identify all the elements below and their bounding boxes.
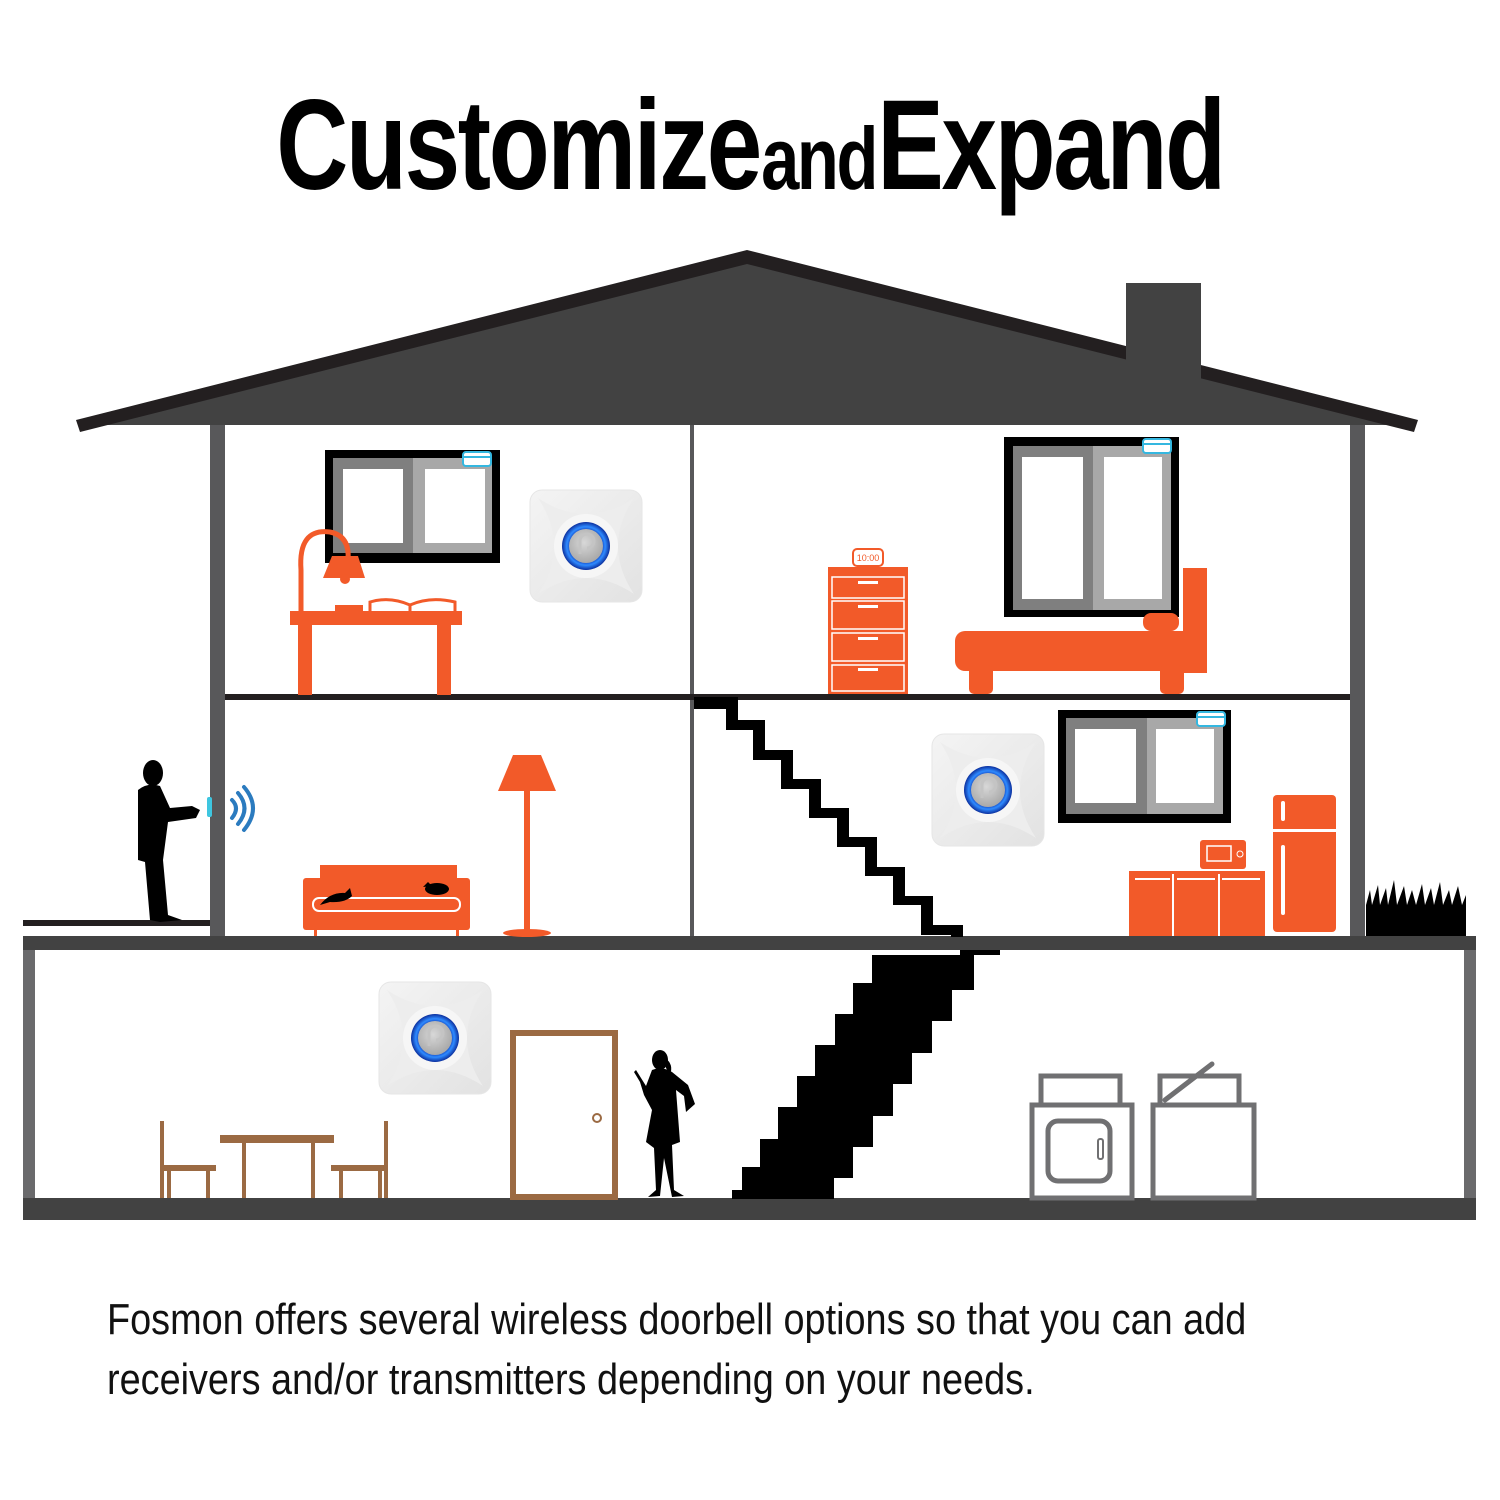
washer (1029, 1073, 1135, 1201)
ground-floor (23, 936, 1476, 950)
doorbell-transmitter (207, 797, 212, 817)
staircase-lower (732, 950, 1000, 1199)
visitor-silhouette (138, 760, 200, 922)
grass (1366, 880, 1466, 936)
porch (23, 920, 210, 926)
caption: Fosmon offers several wireless doorbell … (107, 1290, 1247, 1410)
wall-left (210, 425, 225, 937)
refrigerator (1273, 795, 1336, 932)
title-and: and (761, 109, 878, 208)
title-expand: Expand (877, 74, 1226, 217)
cats (320, 882, 449, 905)
bed (955, 568, 1207, 694)
upper-floor (225, 694, 1350, 700)
roof-edge-left (76, 250, 747, 432)
woman-silhouette (634, 1050, 695, 1197)
wall-center (690, 425, 694, 937)
counter-cabinets (1129, 871, 1265, 936)
wall-right (1350, 425, 1365, 937)
wireless-signal-icon (230, 785, 255, 832)
window-kitchen (1058, 710, 1231, 823)
roof-edge-right (747, 250, 1418, 432)
open-book (368, 598, 457, 611)
dryer (1150, 1061, 1257, 1201)
desk (290, 605, 462, 695)
roof (78, 252, 1416, 425)
basement-wall-left (23, 950, 35, 1200)
floor-lamp (498, 755, 556, 937)
doorbell-receiver-basement (377, 980, 493, 1096)
alarm-clock: 10:00 (852, 548, 884, 567)
basement-wall-right (1464, 950, 1476, 1200)
basement-door (510, 1030, 618, 1200)
window-study (325, 450, 500, 563)
microwave (1200, 840, 1246, 869)
staircase-upper (694, 697, 963, 937)
dining-set (160, 1121, 388, 1198)
desk-lamp (298, 529, 365, 611)
title-customize: Customize (276, 74, 762, 217)
doorbell-receiver-study (528, 488, 644, 604)
page-title: Customize and Expand (165, 72, 1335, 219)
doorbell-receiver-kitchen (930, 732, 1046, 848)
caption-line-2: receivers and/or transmitters depending … (107, 1355, 1035, 1404)
basement-floor (23, 1198, 1476, 1220)
dresser (828, 567, 908, 694)
caption-line-1: Fosmon offers several wireless doorbell … (107, 1295, 1247, 1344)
alarm-clock-time: 10:00 (857, 553, 880, 563)
window-bedroom (1004, 437, 1179, 617)
